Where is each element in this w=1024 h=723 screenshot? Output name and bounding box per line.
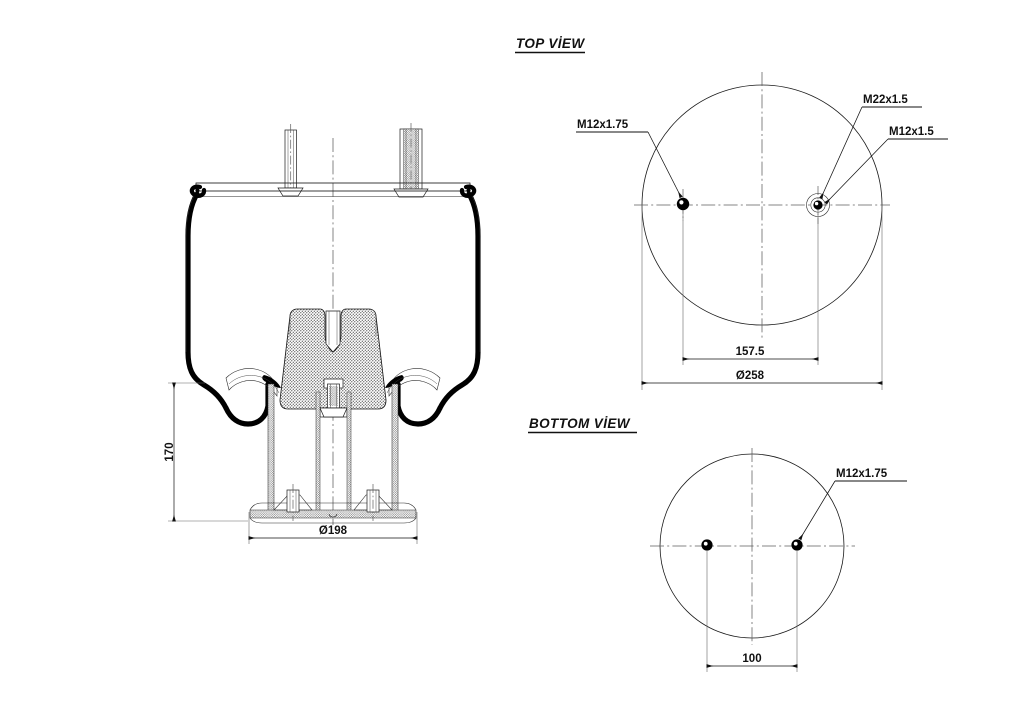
section-view: 170 Ø198 bbox=[164, 123, 481, 544]
bottom-view-title: BOTTOM VİEW bbox=[529, 416, 631, 431]
callout-top-m12x175: M12x1.75 bbox=[576, 119, 683, 199]
dimension-157-5: 157.5 bbox=[682, 210, 819, 365]
callout-top-m12x15: M12x1.5 bbox=[824, 126, 948, 205]
lobe-clamp-left bbox=[225, 368, 281, 397]
dimension-height-170: 170 bbox=[164, 382, 248, 522]
lobe-clamp-right bbox=[385, 368, 441, 397]
dimension-diameter-198: Ø198 bbox=[248, 512, 418, 544]
dimension-label-100: 100 bbox=[742, 653, 761, 665]
callout-label-top-m12: M12x1.5 bbox=[889, 126, 934, 138]
bellows-inner-wall bbox=[185, 195, 481, 352]
piston-can bbox=[249, 383, 417, 524]
base-stud-right bbox=[366, 484, 380, 521]
dimension-100: 100 bbox=[706, 550, 798, 672]
dimension-258: Ø258 bbox=[641, 205, 883, 390]
center-bolt bbox=[319, 378, 348, 418]
dimension-label-198: Ø198 bbox=[319, 525, 348, 537]
top-hole-left bbox=[676, 189, 690, 221]
bottom-hole-right bbox=[791, 539, 803, 551]
dimension-label-170: 170 bbox=[164, 442, 176, 461]
bottom-view: BOTTOM VİEW M12x1.75 100 bbox=[528, 416, 907, 672]
dimension-label-157-5: 157.5 bbox=[736, 346, 765, 358]
dimension-label-258: Ø258 bbox=[736, 370, 765, 382]
top-view-title: TOP VİEW bbox=[516, 36, 585, 51]
callout-top-m22x15: M22x1.5 bbox=[819, 94, 922, 200]
callout-label-top-m22: M22x1.5 bbox=[863, 94, 908, 106]
callout-label-top-left: M12x1.75 bbox=[577, 119, 629, 131]
top-view: TOP VİEW M12x1.75 M22x1.5 bbox=[515, 36, 948, 390]
callout-label-bottom: M12x1.75 bbox=[836, 468, 888, 480]
callout-bottom-m12x175: M12x1.75 bbox=[798, 468, 907, 541]
top-plate-stud-left bbox=[277, 124, 304, 197]
bottom-hole-left bbox=[701, 539, 713, 551]
bellows-rubber-wall bbox=[185, 191, 481, 427]
top-plate-port-right bbox=[393, 123, 429, 198]
base-stud-left bbox=[286, 484, 300, 521]
jounce-bumper bbox=[279, 308, 387, 410]
